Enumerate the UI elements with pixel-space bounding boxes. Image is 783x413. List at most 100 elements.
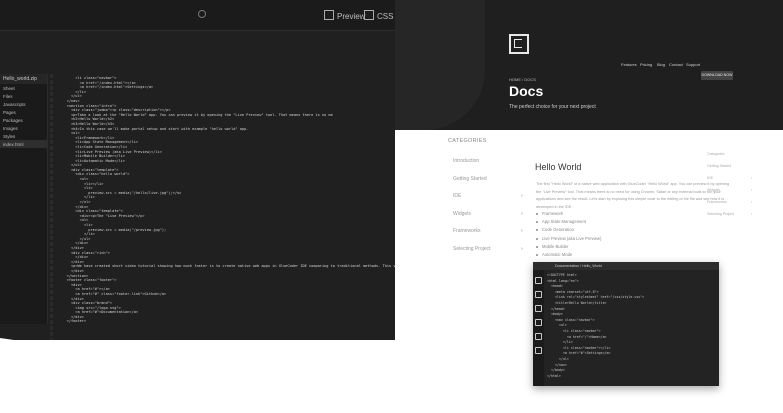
nav-link-contact[interactable]: Contact [669,62,683,67]
search-icon [535,291,542,298]
settings-icon[interactable] [198,10,206,18]
code-line: <ul> [58,218,89,223]
code-line: <section class="intro"> [58,103,117,108]
right-nav-item[interactable]: Widgets › [707,188,767,200]
code-line: <li></li> [58,181,104,186]
sidebar-item[interactable]: Packages [3,117,23,123]
category-label: Frameworks [453,228,481,234]
code-line: <h4>In this case we'll make portal setup… [58,126,249,131]
sidebar-item[interactable]: Sheet [3,85,15,91]
line-number [50,224,53,228]
code-line: </ul> [58,94,82,99]
code-line: </section> [58,273,89,278]
page-title: Docs [509,83,544,99]
line-number [50,116,53,120]
line-number [50,86,53,90]
sidebar-item[interactable]: Pages [3,109,16,115]
sidebar-item[interactable]: index.html [0,140,47,148]
right-nav-item[interactable]: Selecting Project› [707,212,767,224]
code-line: </html> [547,373,561,378]
category-item[interactable]: IDE› [453,193,523,199]
line-number [50,140,53,144]
line-number [50,236,53,240]
code-line: <div><p>The "Live Preview"</p> [58,213,145,218]
sidebar-header: Hello_world.zip [0,74,47,84]
code-line: <div class="template"> [58,209,123,214]
right-nav-label: Widgets [707,188,720,192]
screenshot-code: <!DOCTYPE html><html lang="en"> <head> <… [547,273,644,379]
code-line: </ul> [547,356,569,361]
line-number [50,74,53,78]
code-line: <a href="/index.html">Settings</a> [58,85,154,90]
code-line: </li> [547,340,573,345]
right-nav-item[interactable]: IDE› [707,176,767,188]
code-line: <div class="brand"> [58,301,113,306]
code-line: </ul> [58,236,91,241]
download-button[interactable]: DOWNLOAD NOW [701,71,733,80]
right-nav-item[interactable]: Frameworks› [707,200,767,212]
line-number [50,164,53,168]
docs-website: Features Pricing Blog Contact Support DO… [395,0,783,413]
chevron-right-icon: › [521,210,523,217]
brand-logo[interactable] [509,34,529,54]
extensions-icon [535,333,542,340]
code-line: preview.src = media("/preview.jpg"); [58,227,167,232]
code-line: </li> [58,232,95,237]
nav-link-features[interactable]: Features [621,62,637,67]
category-item[interactable]: Widgets› [453,211,523,217]
category-item[interactable]: Getting Started [453,176,523,182]
feature-item: Mobile Builder [536,243,601,251]
category-item[interactable]: Selecting Project› [453,246,523,252]
nav-link-blog[interactable]: Blog [657,62,666,67]
line-number [50,284,53,288]
code-line: <ul> [547,323,567,328]
category-item[interactable]: Introduction [453,158,523,164]
code-area[interactable]: <li class="navbar"> <a href="/index.html… [58,76,395,324]
sidebar-item[interactable]: Javascripts [3,101,26,107]
code-line: <meta charset="utf-8"> [547,289,599,294]
line-number [50,158,53,162]
code-line: <div class="hello world"> [58,172,130,177]
code-line: <div class="jumbo"><p class="description… [58,108,171,113]
right-nav-item[interactable]: Getting Started [707,164,767,176]
preview-button[interactable]: Preview [324,10,365,21]
line-number [50,212,53,216]
code-line: <li class="navbar"> [58,76,117,80]
line-number [50,254,53,258]
right-nav-item[interactable]: Categories [707,152,767,164]
line-number [50,128,53,132]
code-line: <ul> [58,131,80,136]
code-line: <li>Automatic Mode</li> [58,158,126,163]
line-number [50,182,53,186]
code-line: </div> [58,241,89,246]
category-item[interactable]: Frameworks› [453,228,523,234]
code-line: </nav> [58,98,80,103]
sidebar-item[interactable]: Images [3,125,18,131]
nav-link-pricing[interactable]: Pricing [640,62,653,67]
chevron-right-icon: › [521,193,523,199]
screenshot-tab: Documentation / Hello_World [533,262,719,270]
sidebar-item[interactable]: Styles [3,133,16,139]
breadcrumb: HOME / DOCS [509,77,536,82]
css-button[interactable]: CSS [364,10,393,21]
chevron-right-icon: › [751,188,753,192]
code-line: <link rel="stylesheet" href="/css/style.… [547,295,645,300]
feature-item: Live Preview (aka Live Preview) [536,235,601,243]
chevron-right-icon: › [751,212,753,216]
code-line: <div> [58,282,82,287]
line-number [50,98,53,102]
line-number [50,80,53,84]
git-icon [535,305,542,312]
code-line: </div> [58,296,84,301]
screenshot-rail [533,270,544,386]
right-nav-label: Frameworks [707,200,727,204]
code-line: <li>Mobile Builder</li> [58,154,126,159]
line-number [50,92,53,96]
code-line: <nav class="navbar"> [547,317,595,322]
code-line: preview.src = media("/hello/live.jpg");<… [58,190,182,195]
nav-link-support[interactable]: Support [686,62,701,67]
sidebar-item[interactable]: Files [3,93,13,99]
line-number [50,104,53,108]
